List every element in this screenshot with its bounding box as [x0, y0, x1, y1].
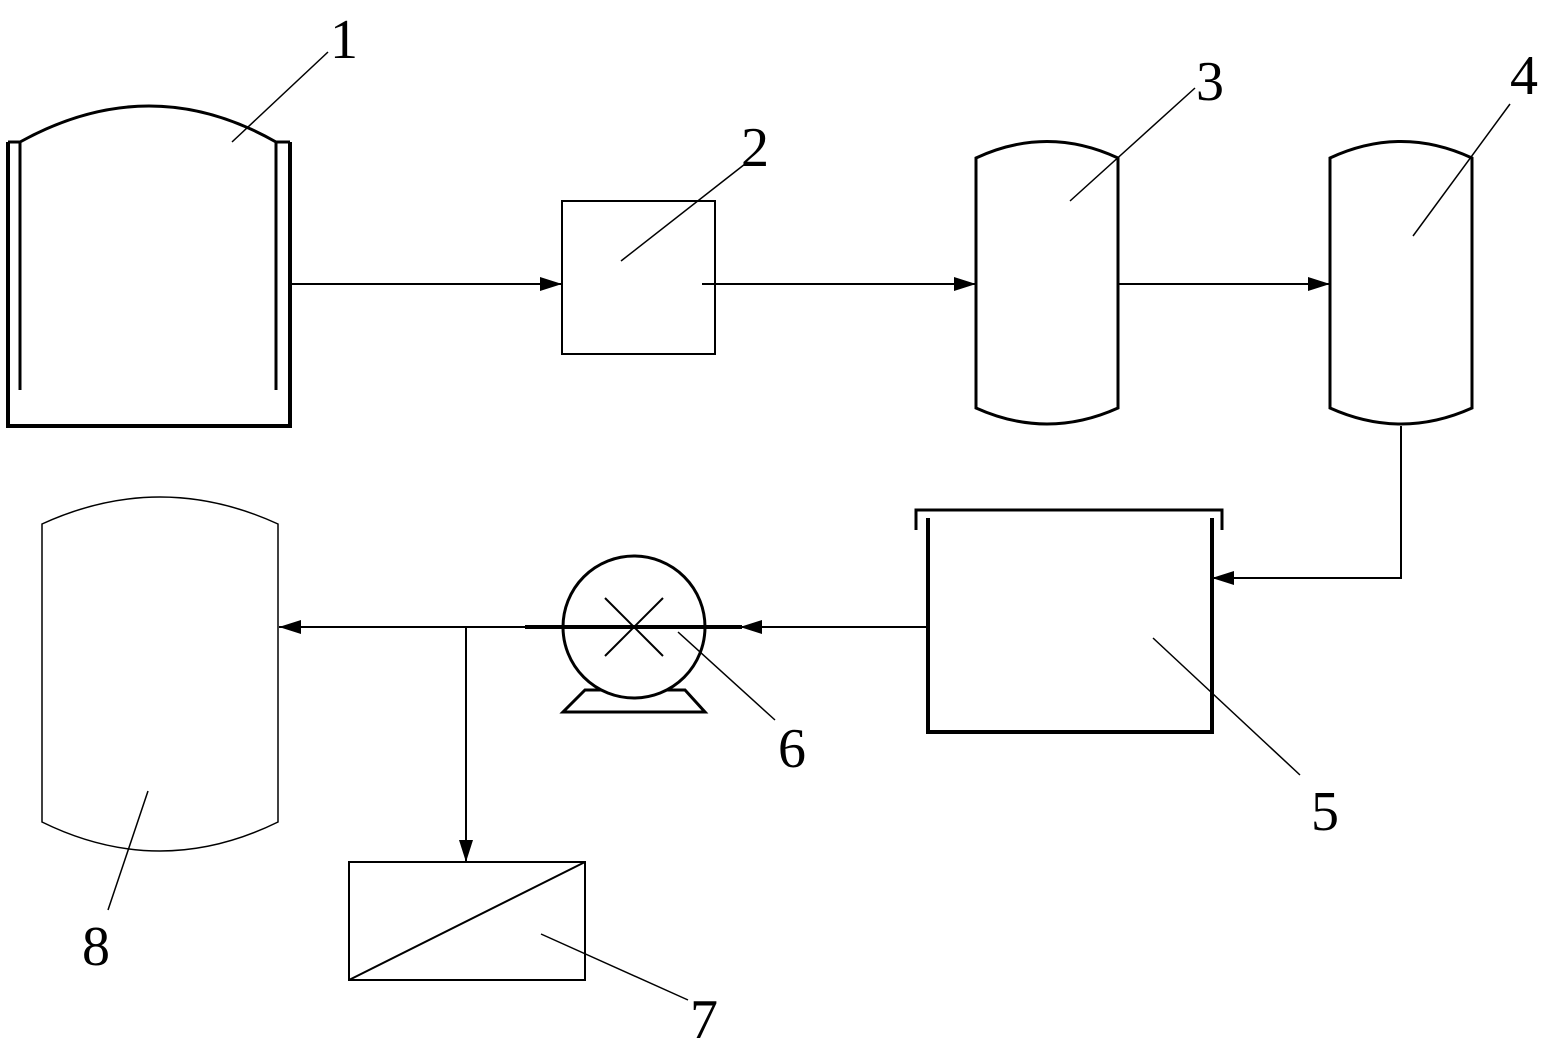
leader-2 [620, 163, 746, 262]
unit-7-diagonal [348, 861, 586, 981]
leader-lines [107, 51, 1511, 1001]
label-7: 7 [690, 989, 718, 1047]
label-5: 5 [1311, 781, 1339, 843]
vessel-1 [6, 104, 292, 428]
label-6: 6 [778, 718, 806, 780]
pump-6 [525, 554, 742, 714]
leader-6 [677, 631, 776, 721]
pipe-4-to-5 [1212, 426, 1402, 585]
tank-5 [914, 508, 1224, 734]
vessel-1-outer-jacket [6, 142, 292, 428]
label-2: 2 [741, 117, 769, 179]
leader-8 [107, 790, 149, 911]
unit-7 [348, 861, 586, 981]
leader-5 [1152, 637, 1301, 776]
vessel-3 [974, 140, 1120, 426]
label-1: 1 [330, 9, 358, 71]
label-3: 3 [1196, 51, 1224, 113]
label-8: 8 [82, 916, 110, 978]
leader-4 [1412, 103, 1511, 237]
unit-2-box [561, 200, 716, 355]
leader-1 [231, 51, 329, 143]
leader-3 [1069, 87, 1196, 202]
vessel-8 [41, 496, 279, 852]
vessel-1-inner-body [18, 104, 278, 390]
vessel-4 [1328, 140, 1474, 426]
label-4: 4 [1510, 45, 1538, 107]
tank-5-rim [914, 508, 1224, 530]
tank-5-body [926, 518, 1214, 734]
unit-7-box [348, 861, 586, 981]
leader-7 [540, 933, 689, 1001]
